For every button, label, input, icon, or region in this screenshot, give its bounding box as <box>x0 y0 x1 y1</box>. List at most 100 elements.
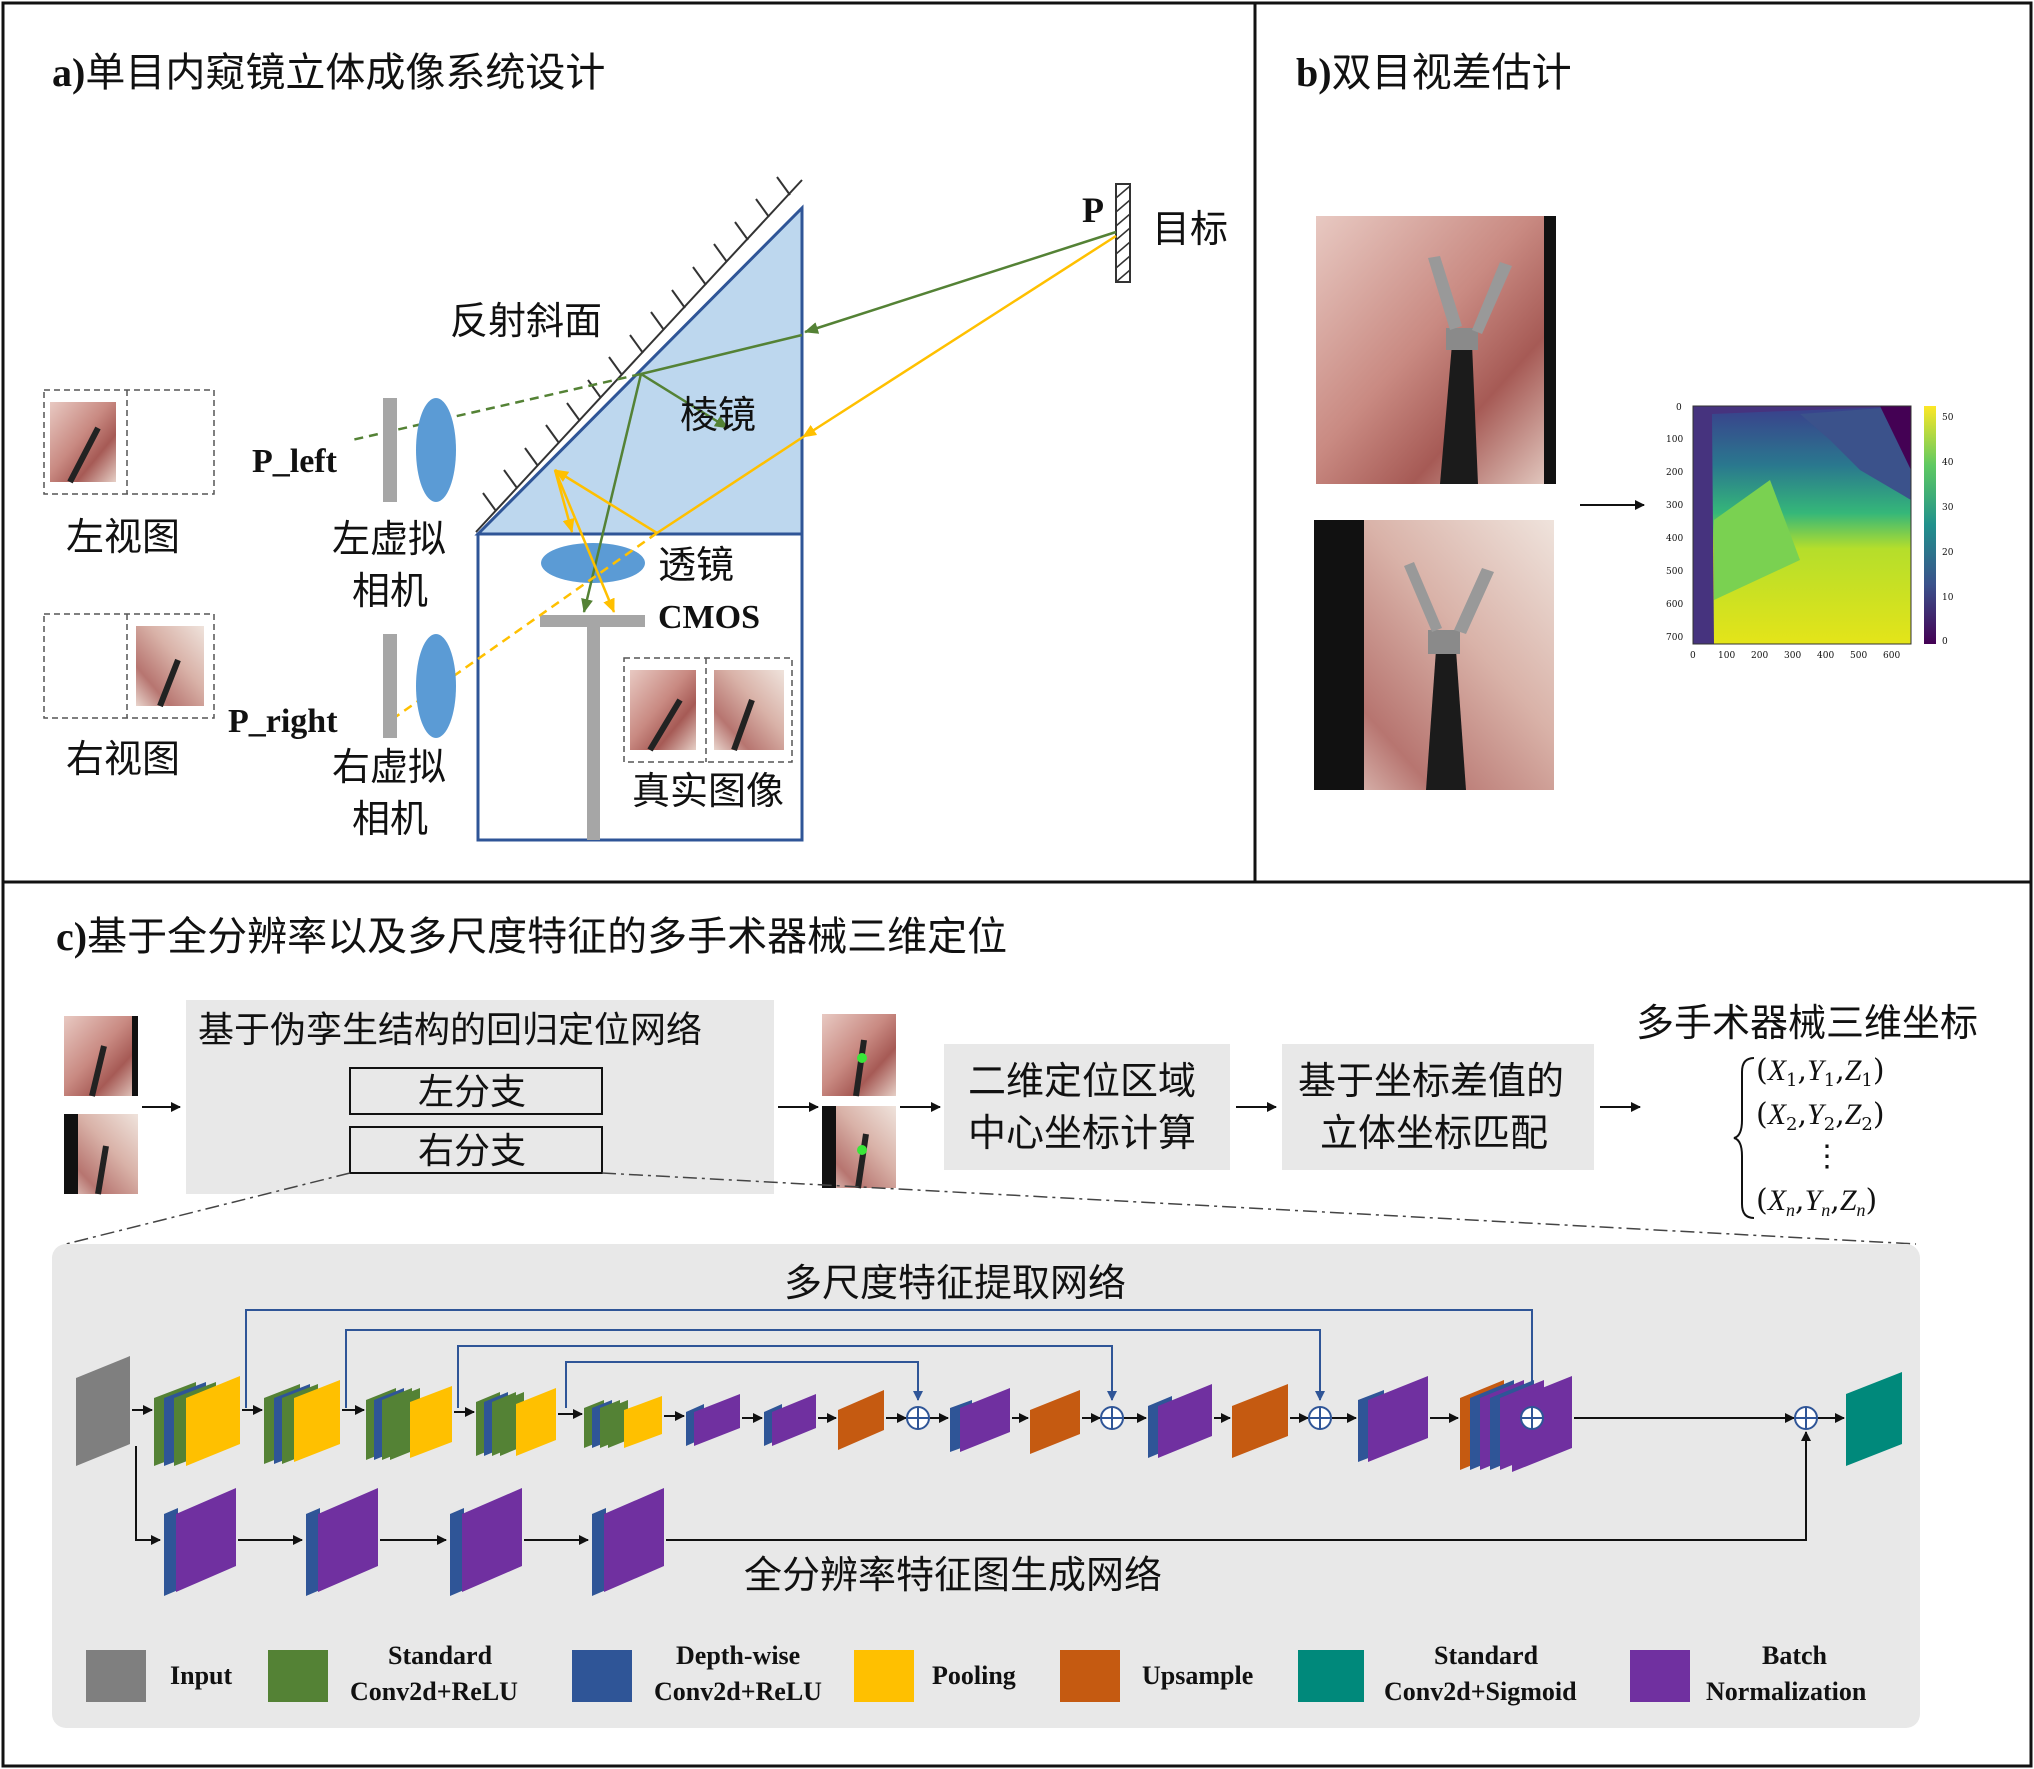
svg-text:500: 500 <box>1850 651 1867 661</box>
prism <box>474 204 804 536</box>
p-right-label: P_right <box>228 703 338 740</box>
right-view-thumbnail <box>136 626 204 706</box>
multi-scale-title: 多尺度特征提取网络 <box>784 1261 1126 1305</box>
panel-c: c)基于全分辨率以及多尺度特征的多手术器械三维定位 基于伪孪生结构的回归定位网络… <box>52 914 1978 1728</box>
legend-label-standard-relu-2: Conv2d+ReLU <box>350 1677 518 1706</box>
legend-swatch-pooling <box>854 1650 914 1702</box>
full-resolution-title: 全分辨率特征图生成网络 <box>744 1553 1162 1597</box>
svg-text:300: 300 <box>1666 501 1683 511</box>
legend-swatch-input <box>86 1650 146 1702</box>
panel-c-title: c)基于全分辨率以及多尺度特征的多手术器械三维定位 <box>56 914 1007 960</box>
matching-box <box>1282 1044 1594 1170</box>
reflective-surface-label: 反射斜面 <box>450 299 602 343</box>
prism-label: 棱镜 <box>680 393 756 437</box>
svg-text:20: 20 <box>1942 548 1954 558</box>
matching-line1: 基于坐标差值的 <box>1298 1059 1564 1103</box>
matching-line2: 立体坐标匹配 <box>1320 1111 1548 1155</box>
cmos-stand <box>587 627 600 840</box>
green-rays <box>351 230 1117 613</box>
svg-text:30: 30 <box>1942 503 1954 513</box>
left-branch-label: 左分支 <box>418 1072 526 1113</box>
left-view-thumbnail <box>50 402 116 482</box>
zoom-line-right <box>601 1172 1917 1245</box>
lens-label: 透镜 <box>658 543 734 587</box>
legend-swatch-sigmoid <box>1298 1650 1364 1702</box>
svg-text:10: 10 <box>1942 593 1954 603</box>
legend-label-batchnorm-2: Normalization <box>1706 1677 1867 1706</box>
target-hatching <box>1115 185 1131 283</box>
svg-text:600: 600 <box>1883 651 1900 661</box>
legend-label-batchnorm-1: Batch <box>1762 1641 1828 1670</box>
left-virtual-camera-line2: 相机 <box>352 569 428 613</box>
svg-text:200: 200 <box>1666 468 1683 478</box>
full-resolution-blocks <box>164 1488 664 1596</box>
panel-a-title: a)单目内窥镜立体成像系统设计 <box>52 50 605 96</box>
skip-connections <box>245 1309 1537 1408</box>
svg-text:600: 600 <box>1666 600 1683 610</box>
endoscope-housing <box>476 532 804 842</box>
left-camera-lens <box>416 398 456 502</box>
sigmoid-output-block <box>1846 1372 1902 1466</box>
coord-row-2: (X2,Y2,Z2) <box>1756 1097 1885 1135</box>
legend-swatch-standard-relu <box>268 1650 328 1702</box>
disparity-y-ticks: 0 100 200 300 400 500 600 700 <box>1666 403 1683 643</box>
svg-text:400: 400 <box>1817 651 1834 661</box>
stereo-right-image <box>1314 520 1554 790</box>
input-block <box>76 1356 130 1466</box>
yellow-rays <box>393 234 1117 720</box>
disparity-map <box>1692 405 1912 645</box>
right-view <box>43 613 215 719</box>
svg-text:100: 100 <box>1666 435 1683 445</box>
stereo-left-image <box>1316 216 1556 484</box>
panel-b-title: b)双目视差估计 <box>1296 50 1572 96</box>
legend-swatch-depthwise-relu <box>572 1650 632 1702</box>
right-virtual-camera-line2: 相机 <box>352 797 428 841</box>
legend-label-standard-relu-1: Standard <box>388 1641 493 1670</box>
svg-text:50: 50 <box>1942 413 1954 423</box>
output-title: 多手术器械三维坐标 <box>1636 1001 1978 1045</box>
siamese-network-title: 基于伪孪生结构的回归定位网络 <box>198 1010 702 1051</box>
legend-label-input: Input <box>170 1661 232 1690</box>
multi-scale-blocks <box>76 1356 1902 1472</box>
legend-label-sigmoid-1: Standard <box>1434 1641 1539 1670</box>
coords-brace <box>1733 1057 1755 1219</box>
legend-swatch-upsample <box>1060 1650 1120 1702</box>
legend-swatch-batchnorm <box>1630 1650 1690 1702</box>
svg-text:700: 700 <box>1666 633 1683 643</box>
panel-b: b)双目视差估计 0 100 <box>1296 50 1954 790</box>
panel-a: a)单目内窥镜立体成像系统设计 P 目标 <box>43 50 1228 842</box>
coords-list: (X1,Y1,Z1) (X2,Y2,Z2) ⋮ (Xn,Yn,Zn) <box>1756 1053 1885 1220</box>
legend-label-pooling: Pooling <box>932 1661 1016 1690</box>
left-view-label: 左视图 <box>66 515 180 559</box>
svg-text:500: 500 <box>1666 567 1683 577</box>
p-left-label: P_left <box>252 443 338 480</box>
left-virtual-camera-line1: 左虚拟 <box>332 517 446 561</box>
left-camera-sensor <box>383 398 397 502</box>
addition-node-skip4 <box>1520 1406 1544 1430</box>
svg-text:0: 0 <box>1676 403 1682 413</box>
real-image <box>623 657 793 763</box>
right-camera-lens <box>416 634 456 738</box>
legend-label-depthwise-relu-1: Depth-wise <box>676 1641 800 1670</box>
target-label: 目标 <box>1152 207 1228 251</box>
svg-text:0: 0 <box>1942 637 1948 647</box>
center-calc-box <box>944 1044 1230 1170</box>
center-calc-line2: 中心坐标计算 <box>968 1111 1196 1155</box>
legend-label-sigmoid-2: Conv2d+Sigmoid <box>1384 1677 1577 1706</box>
real-image-label: 真实图像 <box>632 769 784 813</box>
detail-network-box <box>52 1244 1920 1728</box>
coords-vdots: ⋮ <box>1812 1139 1842 1174</box>
coord-row-n: (Xn,Yn,Zn) <box>1756 1183 1877 1220</box>
addition-nodes <box>906 1406 1818 1430</box>
legend-label-upsample: Upsample <box>1142 1661 1253 1690</box>
legend: Input Standard Conv2d+ReLU Depth-wise Co… <box>86 1641 1867 1706</box>
right-branch-label: 右分支 <box>418 1131 526 1172</box>
cmos-label: CMOS <box>658 599 760 636</box>
legend-label-depthwise-relu-2: Conv2d+ReLU <box>654 1677 822 1706</box>
zoom-line-left <box>65 1172 351 1245</box>
svg-text:100: 100 <box>1718 651 1735 661</box>
coord-row-1: (X1,Y1,Z1) <box>1756 1053 1885 1091</box>
input-images <box>64 1016 138 1195</box>
